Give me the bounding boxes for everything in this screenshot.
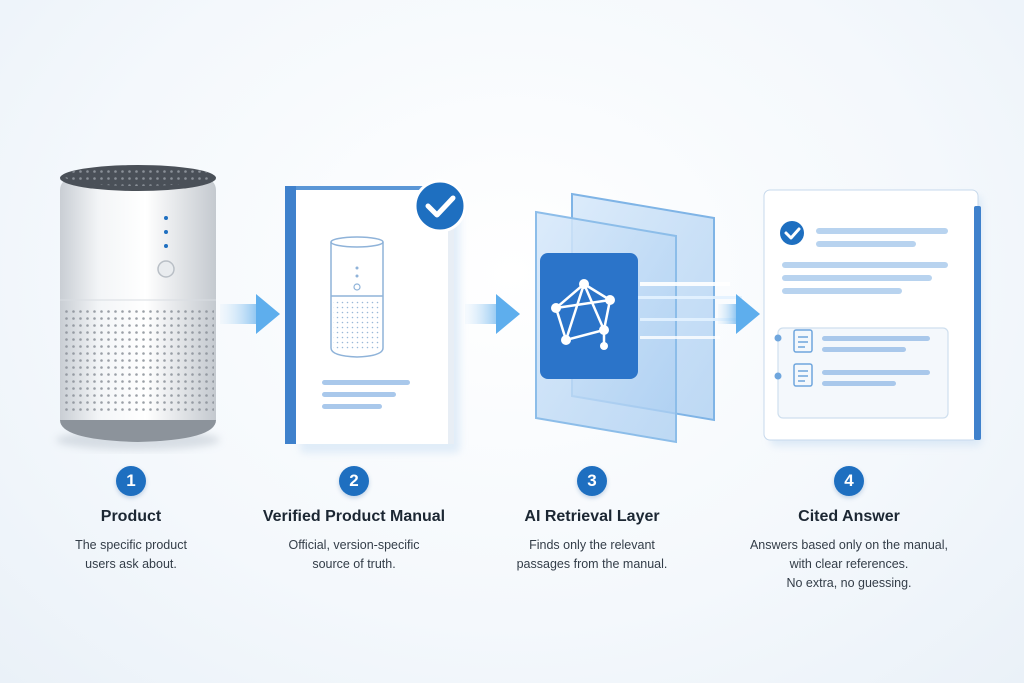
step-3: 3 AI Retrieval Layer Finds only the rele…: [472, 466, 712, 574]
step-description: Finds only the relevant passages from th…: [516, 538, 668, 571]
cited-answer-document-icon: [763, 189, 982, 446]
arrow-right-icon: [465, 294, 520, 334]
step-number-badge: 3: [577, 466, 607, 496]
step-title: Product: [100, 508, 162, 525]
step-4: 4 Cited Answer Answers based only on the…: [729, 466, 969, 593]
document-icon: [793, 363, 813, 387]
step-title: AI Retrieval Layer: [524, 508, 660, 525]
arrow-right-icon: [220, 294, 280, 334]
speaker-product-icon: [56, 165, 220, 450]
step-description: The specific product users ask about.: [75, 538, 187, 571]
step-description: Answers based only on the manual, with c…: [749, 538, 949, 590]
checkmark-icon: [413, 179, 467, 233]
retrieval-layers-icon: [535, 192, 742, 444]
step-number-badge: 2: [339, 466, 369, 496]
step-2: 2 Verified Product Manual Official, vers…: [234, 466, 474, 574]
step-number-badge: 4: [834, 466, 864, 496]
step-1: 1 Product The specific product users ask…: [11, 466, 251, 574]
manual-book-icon: [285, 186, 460, 453]
step-title: Cited Answer: [798, 508, 900, 525]
step-description: Official, version-specific source of tru…: [288, 538, 420, 571]
step-number-badge: 1: [116, 466, 146, 496]
document-icon: [793, 329, 813, 353]
arrow-right-icon: [718, 294, 760, 334]
step-title: Verified Product Manual: [262, 508, 446, 525]
